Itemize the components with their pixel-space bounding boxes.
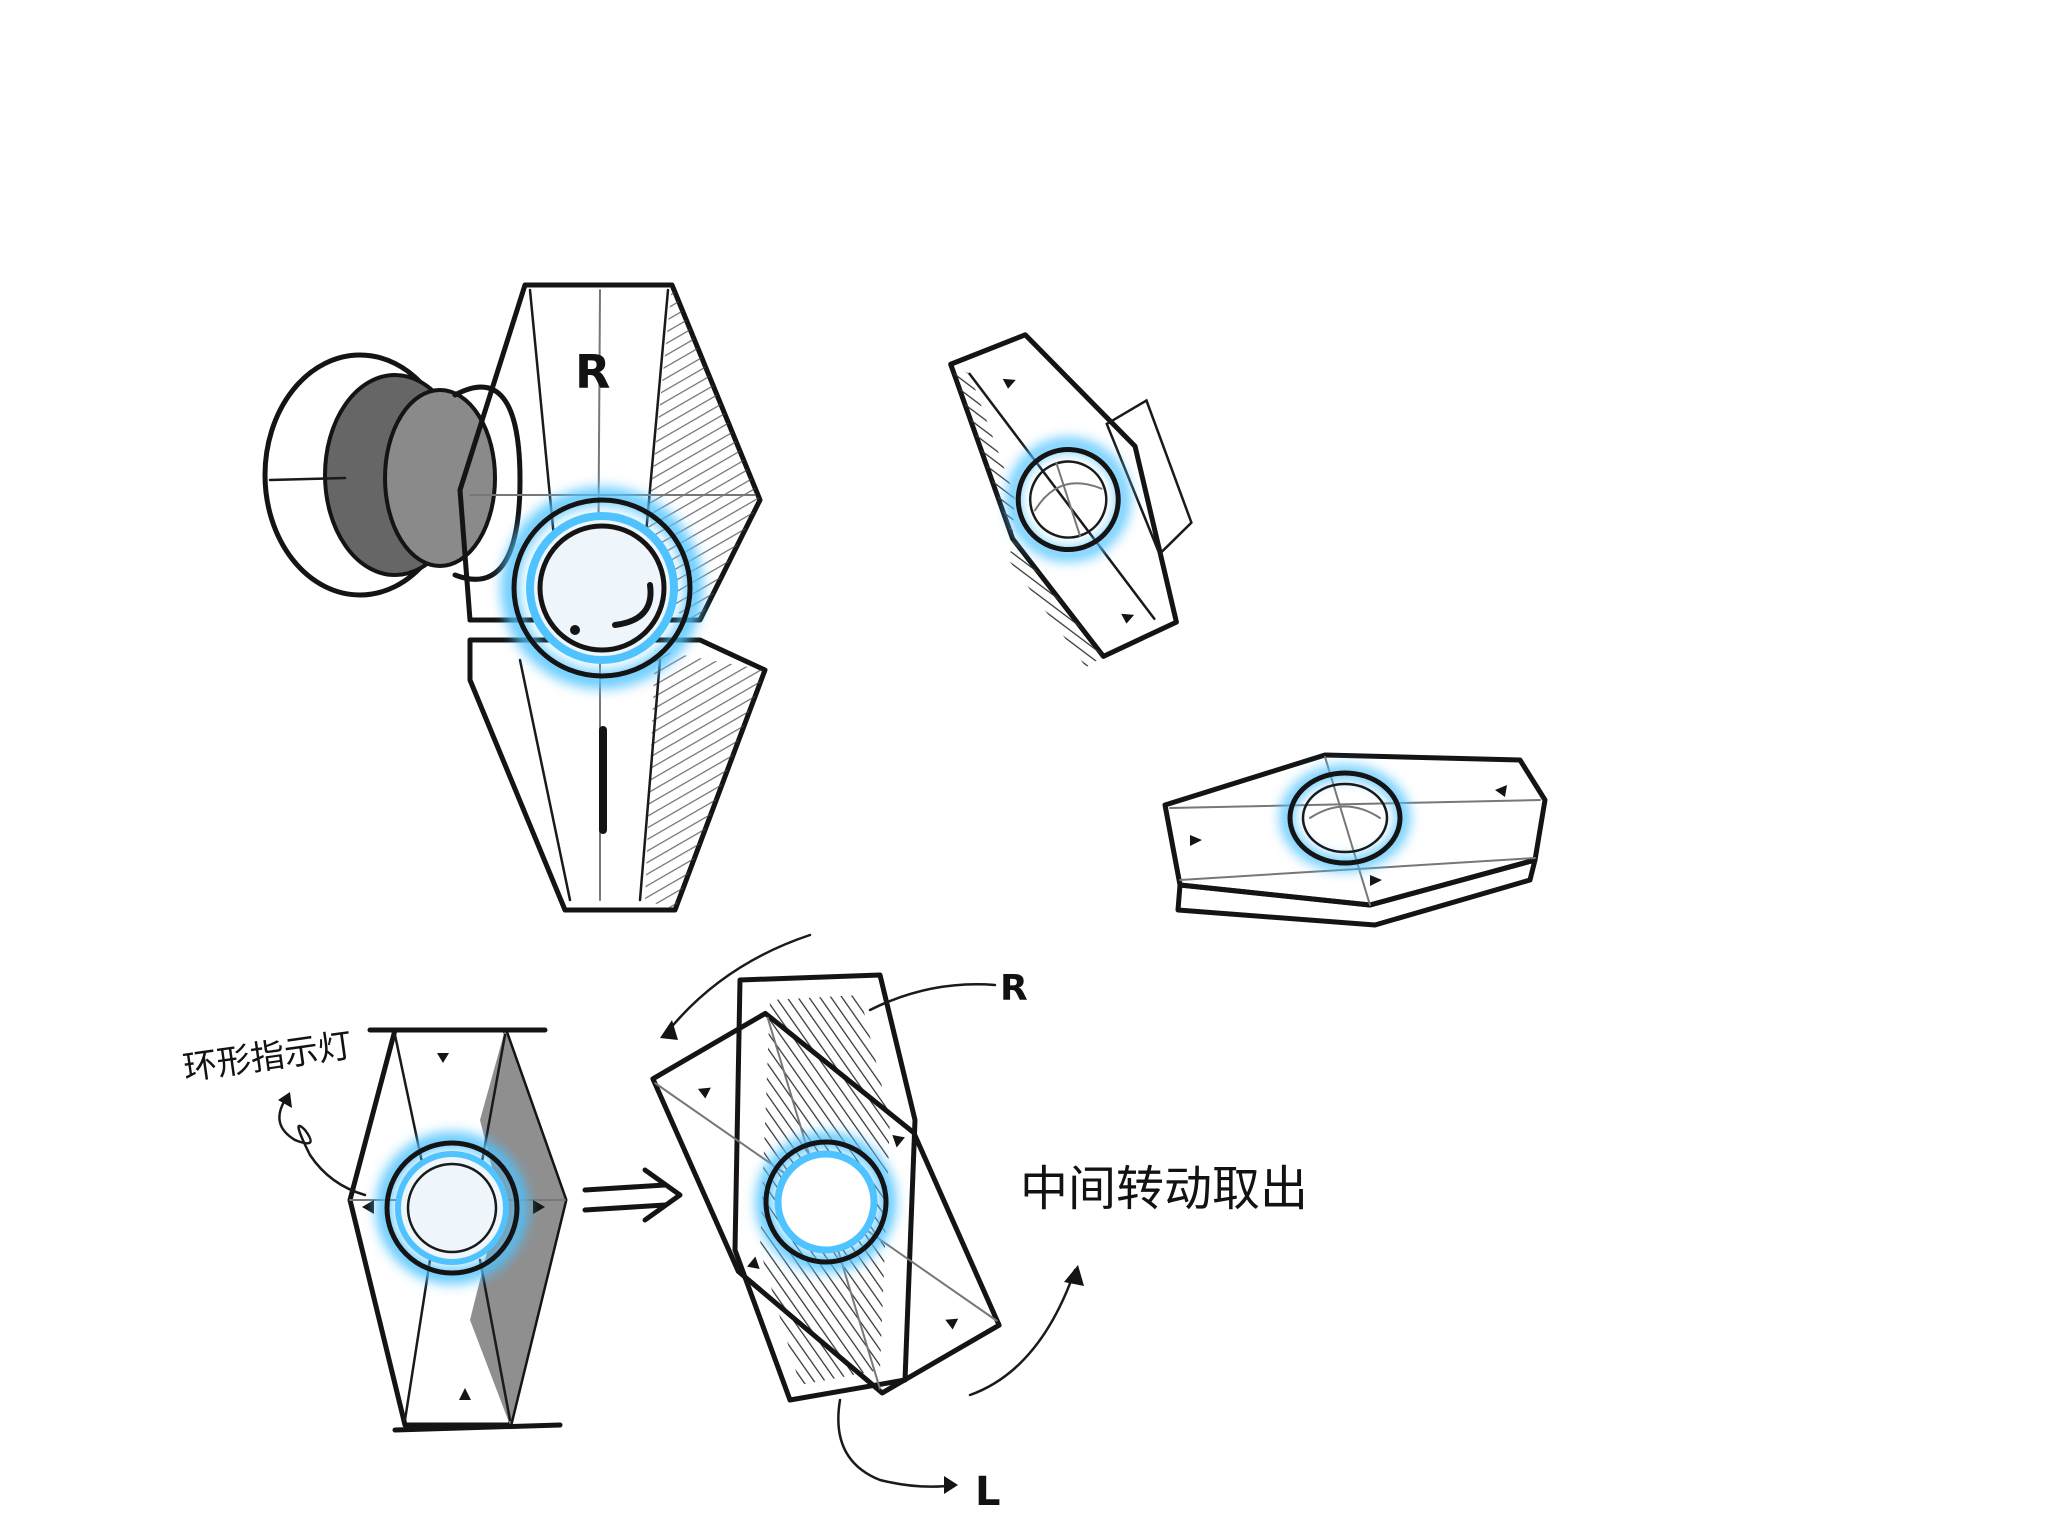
front-view-sketch bbox=[347, 1027, 568, 1433]
rotated-view-sketch bbox=[650, 933, 1084, 1403]
rotate-arrow-top-icon bbox=[660, 1020, 678, 1040]
label-left: L bbox=[975, 1469, 1001, 1515]
tilted-spinner-sketch bbox=[948, 332, 1193, 668]
ring-light-annotation: 环形指示灯 bbox=[181, 1026, 367, 1197]
rotate-arc-bottom bbox=[968, 1268, 1077, 1397]
ring-light-label: 环形指示灯 bbox=[181, 1026, 355, 1089]
rotate-arc-top bbox=[663, 933, 812, 1037]
middle-rotation-label: 中间转动取出 bbox=[1020, 1161, 1308, 1217]
rotate-arrow-bottom-icon bbox=[1064, 1265, 1084, 1286]
label-r-callout: R bbox=[868, 968, 1028, 1012]
roller-cap bbox=[262, 352, 523, 598]
face-letter: R bbox=[575, 345, 610, 399]
flat-spinner-sketch bbox=[1162, 752, 1548, 928]
arrow-l-icon bbox=[944, 1476, 958, 1494]
central-ring-light bbox=[501, 487, 703, 689]
main-spinner-sketch: R bbox=[262, 282, 768, 913]
arrow-head-icon bbox=[278, 1092, 292, 1108]
transition-arrow bbox=[582, 1167, 683, 1223]
double-arrow-icon bbox=[642, 1167, 683, 1223]
label-l-callout: L bbox=[837, 1398, 1001, 1515]
lower-wing bbox=[467, 637, 768, 913]
label-right: R bbox=[1000, 968, 1028, 1009]
